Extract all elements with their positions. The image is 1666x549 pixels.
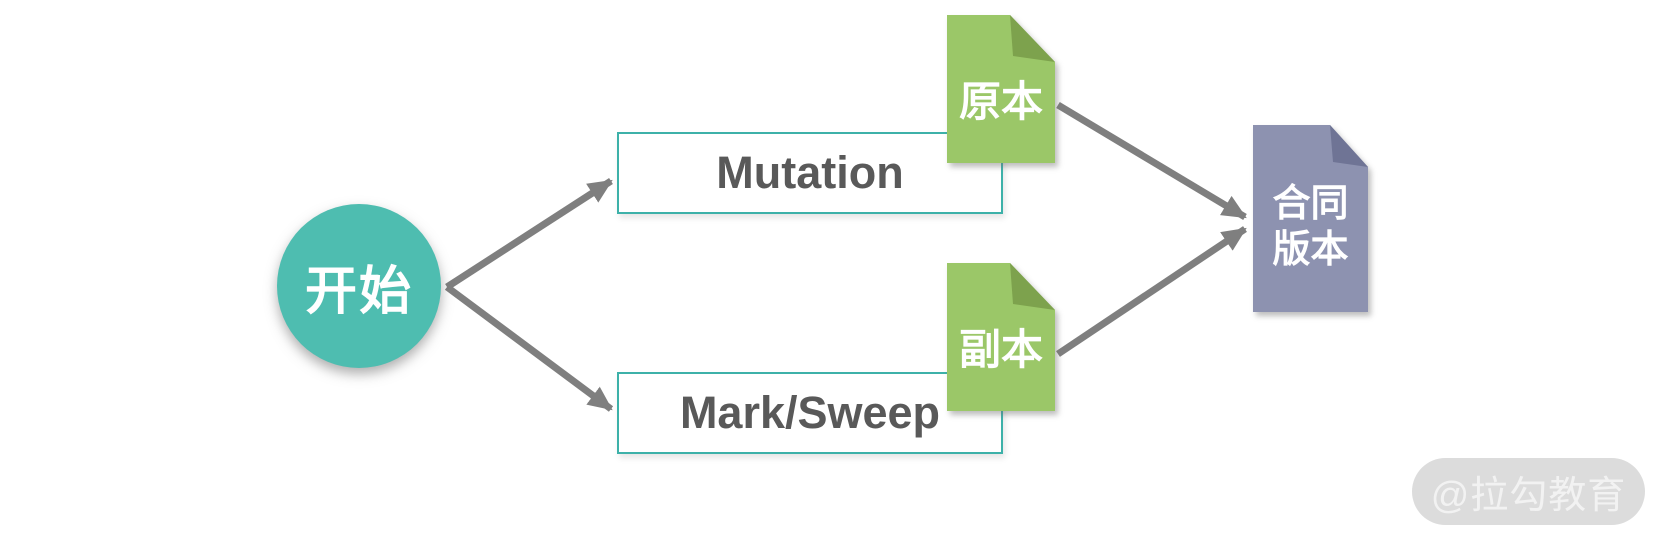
edge-copy-to-merged-arrow	[1056, 226, 1247, 357]
node-mutation-label: Mutation	[716, 147, 904, 198]
node-mutation: Mutation	[617, 132, 1003, 214]
node-start: 开始	[277, 204, 441, 368]
node-mark-sweep-label: Mark/Sweep	[679, 387, 941, 438]
watermark-text: @拉勾教育	[1430, 475, 1627, 517]
watermark-badge: @拉勾教育	[1412, 458, 1645, 525]
edge-start-to-mark-sweep-arrow	[444, 284, 614, 412]
node-copy-document: 副本	[947, 263, 1055, 411]
node-merged-label-line2: 版本	[1272, 228, 1349, 271]
node-original-label: 原本	[958, 77, 1043, 125]
node-original-document: 原本	[947, 15, 1055, 163]
node-merged-label: 合同 版本	[1253, 125, 1368, 312]
node-copy-label: 副本	[958, 325, 1043, 373]
node-merged-document: 合同 版本	[1253, 125, 1368, 312]
node-start-label: 开始	[304, 262, 413, 321]
node-merged-label-line1: 合同	[1272, 182, 1349, 225]
node-mark-sweep: Mark/Sweep	[617, 372, 1003, 454]
edge-original-to-merged-arrow	[1056, 101, 1247, 221]
edge-start-to-mutation-arrow	[445, 178, 613, 290]
